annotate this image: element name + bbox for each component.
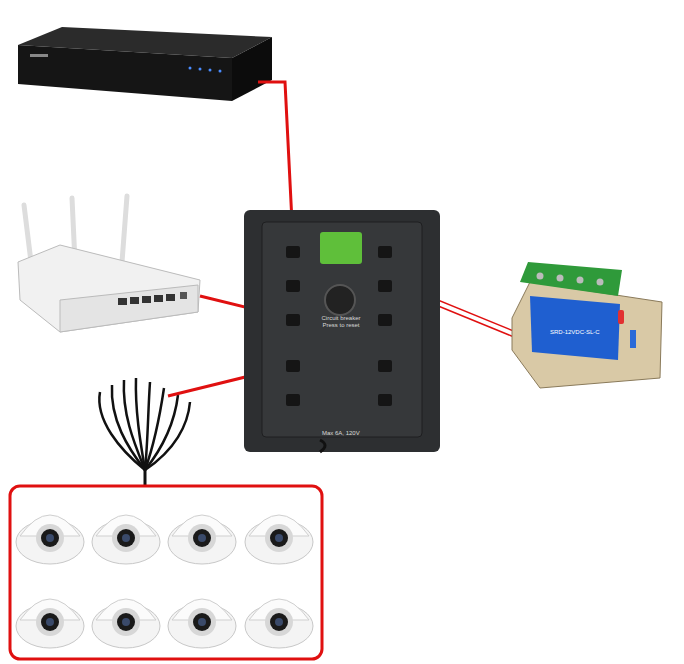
camera-part	[122, 618, 130, 626]
camera-group-frame	[10, 486, 322, 659]
camera-part	[46, 534, 54, 542]
camera-part	[193, 613, 211, 631]
camera-part	[16, 520, 84, 564]
camera-part	[112, 524, 140, 552]
camera-part	[245, 520, 313, 564]
camera-part	[270, 529, 288, 547]
camera-part	[168, 520, 236, 564]
camera-part	[112, 608, 140, 636]
camera-part	[193, 529, 211, 547]
ups-power-strip	[244, 210, 440, 452]
printed-label: SRD-12VDC-SL-C	[550, 329, 600, 336]
camera-part	[245, 604, 313, 648]
camera-part	[117, 613, 135, 631]
camera-part	[275, 618, 283, 626]
camera-part	[122, 534, 130, 542]
camera-part	[41, 529, 59, 547]
camera-part	[188, 608, 216, 636]
router	[18, 196, 200, 332]
camera-part	[41, 613, 59, 631]
camera-part	[92, 604, 160, 648]
nvr-recorder	[18, 27, 272, 101]
camera-part	[188, 524, 216, 552]
camera-part	[46, 618, 54, 626]
camera-part	[198, 618, 206, 626]
camera-part	[198, 534, 206, 542]
camera-part	[275, 534, 283, 542]
printed-label: Circuit breaker Press to reset	[318, 315, 364, 328]
camera-part	[117, 529, 135, 547]
camera-part	[92, 520, 160, 564]
relay-module	[512, 262, 662, 388]
camera-part	[270, 613, 288, 631]
camera-part	[265, 524, 293, 552]
printed-label: Max 6A, 120V	[322, 430, 360, 437]
camera-part	[36, 608, 64, 636]
dome-cameras	[16, 515, 313, 648]
camera-part	[36, 524, 64, 552]
camera-part	[265, 608, 293, 636]
camera-part	[168, 604, 236, 648]
camera-part	[16, 604, 84, 648]
